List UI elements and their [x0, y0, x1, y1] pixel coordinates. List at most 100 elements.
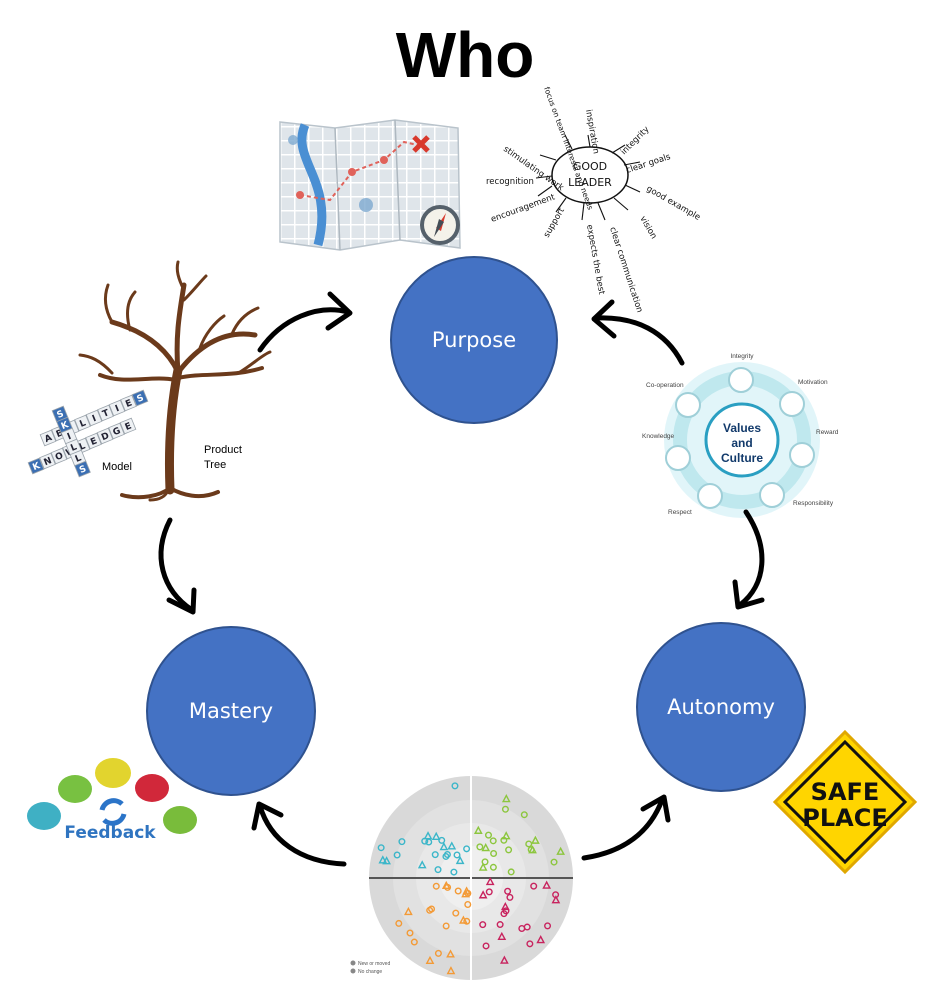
svg-text:I: I: [114, 404, 121, 415]
radar-blip: [406, 929, 414, 937]
radar-blip: [500, 955, 509, 964]
leader-spoke: vision: [637, 215, 658, 241]
radar-blip: [425, 838, 433, 846]
radar-blip: [530, 882, 538, 890]
radar-blip: [497, 931, 507, 941]
letter-tile: S: [131, 389, 149, 407]
svg-text:E: E: [124, 398, 133, 410]
radar-blip: [500, 836, 508, 844]
letter-tile: E: [120, 394, 137, 412]
leader-spoke: recognition: [486, 177, 534, 187]
radar-blip: [439, 842, 449, 851]
radar-blip: [447, 841, 457, 850]
svg-text:K: K: [60, 420, 71, 432]
letter-tile: D: [96, 427, 114, 445]
leader-center-line-1: GOOD: [573, 160, 607, 173]
svg-text:D: D: [100, 431, 111, 443]
radar-blip: [442, 852, 450, 860]
arrow-radar-to-mastery: [251, 801, 347, 867]
values-center-line-1: Values: [723, 421, 761, 435]
radar-blip: [490, 849, 498, 857]
radar-blip: [455, 855, 465, 865]
radar-blip: [442, 922, 450, 930]
radar-blip: [421, 837, 429, 845]
radar-blip: [446, 949, 455, 958]
radar-blip: [426, 906, 434, 914]
mastery-node: Mastery: [146, 626, 316, 796]
radar-blip: [478, 890, 488, 899]
leader-spoke: focus on team interests and needs: [542, 86, 595, 211]
radar-blip: [479, 921, 487, 929]
radar-blip: [551, 895, 561, 904]
radar-blip: [441, 880, 451, 890]
page-title: Who: [395, 19, 535, 91]
radar-blip: [485, 888, 493, 896]
value-item: Reward: [816, 429, 839, 436]
radar-blip: [446, 966, 456, 975]
radar-blip: [434, 866, 442, 874]
value-item: Integrity: [730, 353, 754, 360]
svg-text:I: I: [91, 414, 98, 425]
value-item: Motivation: [798, 379, 828, 386]
svg-text:K: K: [31, 461, 42, 473]
radar-blip: [484, 831, 492, 839]
letter-tile: G: [108, 422, 125, 440]
purpose-node: Purpose: [390, 256, 558, 424]
svg-text:B: B: [55, 428, 65, 440]
radar-blip: [520, 811, 528, 819]
radar-blip: [531, 835, 540, 844]
value-item: Co-operation: [646, 382, 684, 389]
radar-blip: [459, 915, 468, 924]
svg-text:T: T: [101, 408, 111, 420]
radar-blip: [377, 844, 385, 852]
leader-spoke: integrity: [619, 125, 651, 157]
radar-blip: [501, 805, 509, 813]
svg-text:S: S: [78, 464, 88, 476]
arrow-values-to-purpose: [591, 299, 685, 366]
svg-text:L: L: [78, 441, 87, 453]
radar-blip: [485, 876, 495, 886]
leader-spoke: expects the best: [584, 224, 606, 296]
radar-blip: [462, 886, 471, 895]
radar-blip: [463, 917, 471, 925]
product-tree-label-1: Product: [204, 444, 242, 456]
letter-tile: S: [74, 460, 91, 478]
letter-tile: T: [97, 404, 114, 422]
leader-spoke: clear goals: [625, 152, 673, 176]
radar-blip: [425, 955, 435, 965]
cycle-arrows: [158, 291, 765, 867]
radar-blip: [438, 836, 446, 844]
radar-blip: [507, 868, 515, 876]
letter-tile: E: [119, 417, 137, 435]
radar-blip: [431, 831, 441, 840]
radar-blip: [395, 919, 403, 927]
radar-blip: [550, 858, 558, 866]
letter-tile: N: [39, 452, 56, 470]
arrow-tree-to-purpose: [257, 291, 353, 353]
autonomy-node: Autonomy: [636, 622, 806, 792]
leader-center-line-2: LEADER: [568, 176, 612, 189]
svg-text:L: L: [74, 453, 83, 465]
svg-text:S: S: [136, 393, 146, 405]
radar-blip: [464, 900, 472, 908]
leader-spoke: encouragement: [490, 192, 557, 225]
radar-blip: [410, 938, 418, 946]
svg-text:A: A: [43, 433, 53, 445]
svg-text:S: S: [56, 409, 66, 421]
radar-blip: [525, 840, 533, 848]
radar-blip: [451, 782, 459, 790]
radar-blip: [542, 880, 552, 889]
value-item: Responsibility: [793, 500, 834, 507]
radar-blip: [489, 837, 497, 845]
radar-blip: [505, 846, 513, 854]
map-illustration: [279, 119, 461, 251]
svg-text:L: L: [78, 418, 87, 430]
radar-blip: [556, 846, 566, 855]
radar-blip: [500, 910, 508, 918]
arrow-tree-to-mastery: [158, 517, 197, 615]
letter-tile: I: [108, 399, 126, 417]
radar-blip: [478, 862, 488, 871]
